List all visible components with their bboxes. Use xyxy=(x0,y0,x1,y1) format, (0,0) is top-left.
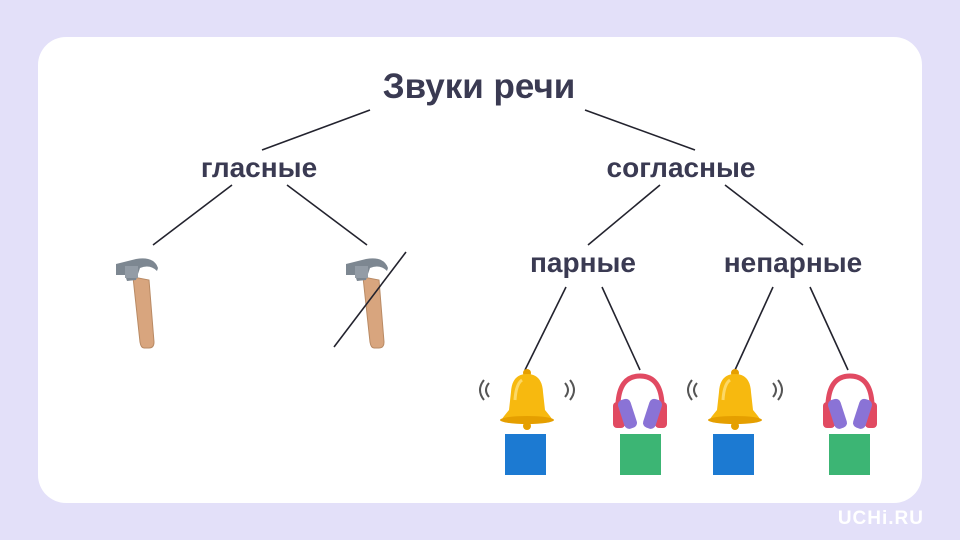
content-card xyxy=(38,37,922,503)
green-square xyxy=(620,434,661,475)
connector-lines xyxy=(152,109,849,371)
node-consonants: согласные xyxy=(606,152,756,183)
headphones-icon xyxy=(823,376,877,430)
green-square xyxy=(829,434,870,475)
node-unpaired: непарные xyxy=(723,247,863,278)
node-vowels: гласные xyxy=(200,152,318,183)
node-paired: парные xyxy=(530,247,636,278)
diagram-title: Звуки речи xyxy=(382,67,576,106)
headphones-icon xyxy=(613,376,667,430)
blue-square xyxy=(713,434,754,475)
strikethrough-line xyxy=(333,251,407,348)
ringing-bell-icon xyxy=(686,367,784,432)
hammer-icon xyxy=(115,257,159,349)
ringing-bell-icon xyxy=(478,367,576,432)
brand-logo: UCHi.RU xyxy=(837,508,924,529)
blue-square xyxy=(505,434,546,475)
